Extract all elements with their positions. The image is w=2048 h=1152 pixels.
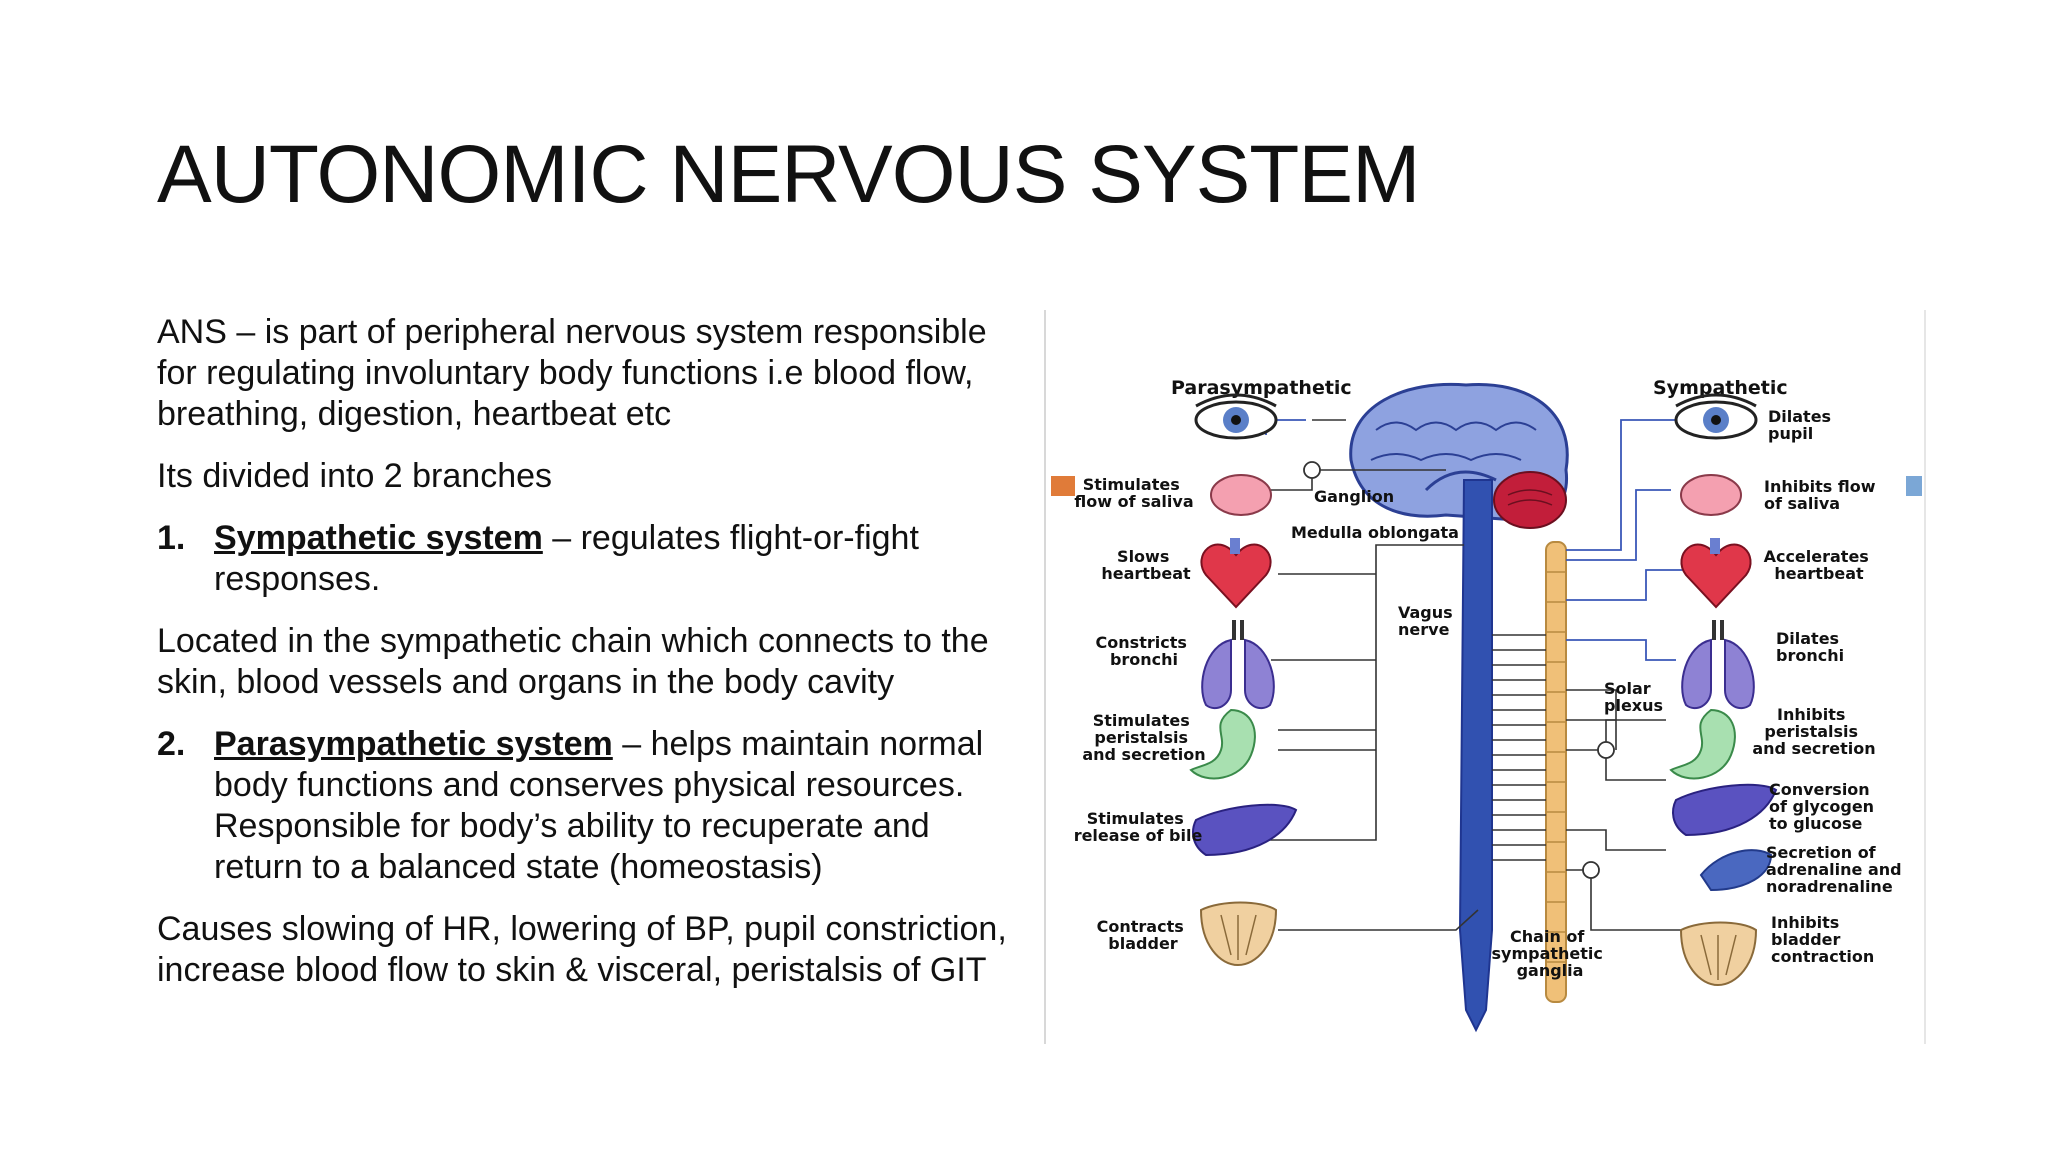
ans-diagram: Parasympathetic Sympathetic	[1044, 310, 1926, 1044]
slide-marker-right	[1906, 476, 1922, 496]
sympathetic-term: Sympathetic system	[214, 519, 543, 557]
body-text: ANS – is part of peripheral nervous syst…	[157, 312, 1007, 1012]
eye-right-icon	[1674, 393, 1758, 440]
label-medulla-oblongata: Medulla oblongata	[1291, 523, 1459, 542]
label-ganglion: Ganglion	[1314, 487, 1394, 506]
parasympathetic-term: Parasympathetic system	[214, 725, 613, 763]
intro-paragraph: ANS – is part of peripheral nervous syst…	[157, 313, 987, 433]
liver-left-icon	[1192, 803, 1298, 857]
label-heart-right: Accelerates heartbeat	[1764, 547, 1875, 583]
sympathetic-chain	[1545, 541, 1567, 1003]
parasympathetic-description: – helps maintain normal body functions a…	[214, 725, 984, 886]
label-glycogen-right: Conversion of glycogen to glucose	[1769, 780, 1880, 833]
label-bladder-right: Inhibits bladder contraction	[1771, 913, 1874, 966]
sympathetic-description: – regulates flight-or-fight responses.	[214, 519, 919, 598]
sympathetic-header: Sympathetic	[1653, 377, 1788, 399]
stomach-left-icon	[1189, 708, 1256, 780]
adrenal-gland-icon	[1699, 849, 1773, 892]
label-bronchi-left: Constricts bronchi	[1096, 633, 1193, 669]
bladder-left-icon	[1199, 901, 1278, 967]
spinal-cord	[1458, 479, 1493, 1033]
salivary-gland-right-icon	[1680, 474, 1742, 516]
label-bladder-left: Contracts bladder	[1097, 917, 1190, 953]
eye-left-icon	[1194, 393, 1278, 440]
label-sympathetic-chain: Chain of sympathetic ganglia	[1492, 927, 1609, 980]
bladder-right-icon	[1679, 921, 1758, 987]
label-bronchi-right: Dilates bronchi	[1776, 629, 1845, 665]
label-saliva-right: Inhibits flow of saliva	[1764, 477, 1881, 513]
label-vagus-nerve: Vagus nerve	[1398, 603, 1458, 639]
salivary-gland-left-icon	[1210, 474, 1272, 516]
ans-diagram-svg: Parasympathetic Sympathetic	[1051, 377, 1922, 1033]
label-stomach-left: Stimulates peristalsis and secretion	[1082, 711, 1205, 764]
list-item: 1. Sympathetic system – regulates flight…	[157, 518, 1007, 600]
label-saliva-left: Stimulates flow of saliva	[1074, 475, 1193, 511]
label-heart-left: Slows heartbeat	[1101, 547, 1191, 583]
label-stomach-right: Inhibits peristalsis and secretion	[1752, 705, 1875, 758]
stomach-right-icon	[1669, 708, 1736, 780]
list-item: 2. Parasympathetic system – helps mainta…	[157, 724, 1007, 888]
list-number: 2.	[157, 725, 186, 763]
label-pupil-right: Dilates pupil	[1768, 407, 1837, 443]
divided-paragraph: Its divided into 2 branches	[157, 457, 553, 495]
label-liver-left: Stimulates release of bile	[1074, 809, 1203, 845]
lungs-right-icon	[1681, 620, 1755, 710]
located-paragraph: Located in the sympathetic chain which c…	[157, 622, 989, 701]
parasympathetic-header: Parasympathetic	[1171, 377, 1352, 399]
brain-illustration	[1349, 382, 1569, 529]
heart-left-icon	[1200, 538, 1272, 609]
label-adrenaline-right: Secretion of adrenaline and noradrenalin…	[1766, 843, 1907, 896]
list-sympathetic: 1. Sympathetic system – regulates flight…	[157, 518, 1007, 600]
label-solar-plexus: Solar plexus	[1604, 679, 1663, 715]
heart-right-icon	[1680, 538, 1752, 609]
list-parasympathetic: 2. Parasympathetic system – helps mainta…	[157, 724, 1007, 888]
slide-marker-left	[1051, 476, 1075, 496]
causes-paragraph: Causes slowing of HR, lowering of BP, pu…	[157, 910, 1007, 989]
slide-title: AUTONOMIC NERVOUS SYSTEM	[157, 129, 1420, 220]
liver-right-icon	[1672, 783, 1778, 837]
lungs-left-icon	[1201, 620, 1275, 710]
list-number: 1.	[157, 519, 186, 557]
